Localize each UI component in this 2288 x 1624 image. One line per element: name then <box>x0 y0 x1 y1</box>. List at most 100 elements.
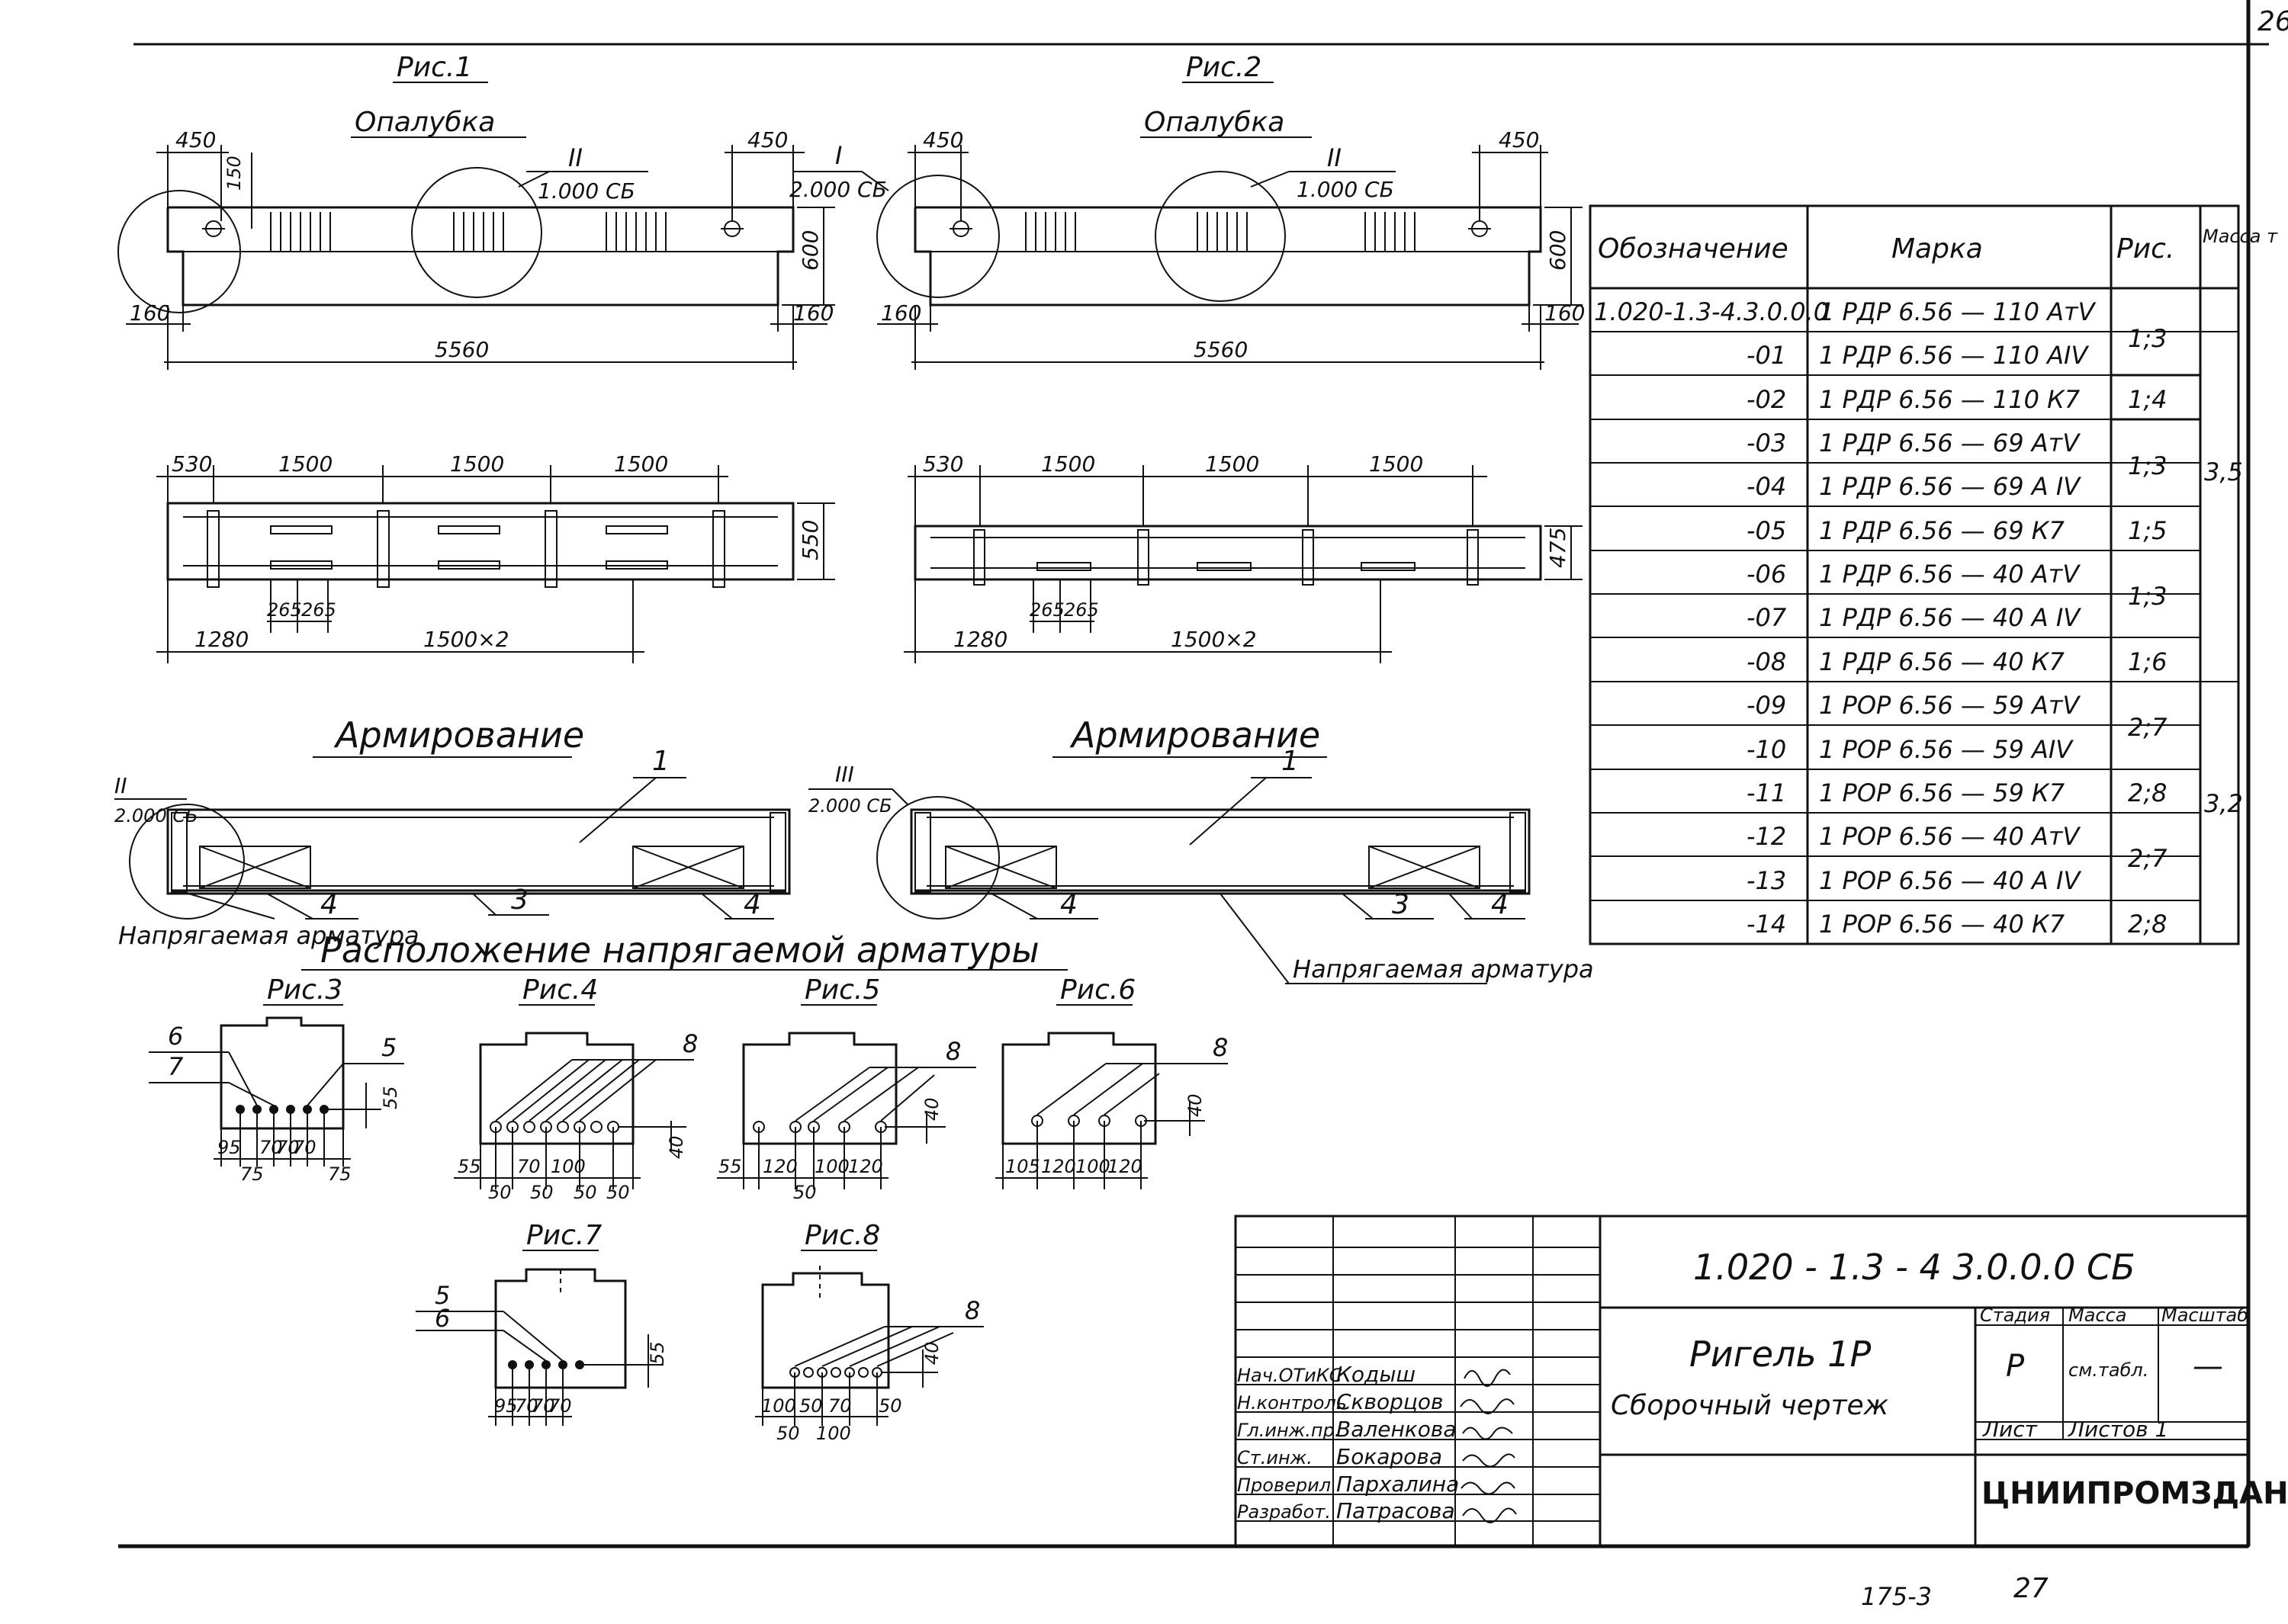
svg-text:4: 4 <box>744 889 761 920</box>
svg-text:50: 50 <box>488 1182 512 1203</box>
doc-code: 1.020 - 1.3 - 4 3.0.0.0 СБ <box>1693 1247 2135 1288</box>
fig2-formwork-elevation: Рис.2 Опалубка I 2.000 СБ II 1.000 СБ 45… <box>789 52 1585 663</box>
svg-text:40: 40 <box>1184 1093 1206 1117</box>
svg-text:40: 40 <box>921 1097 943 1121</box>
svg-text:Рис.3: Рис.3 <box>267 974 342 1006</box>
svg-text:2;7: 2;7 <box>2128 844 2167 873</box>
svg-text:160: 160 <box>881 300 921 326</box>
fig1-subtitle: Опалубка <box>355 107 495 138</box>
tendon-layout-title: Расположение напрягаемой арматуры <box>320 929 1040 971</box>
reinf2-title: Армирование <box>1069 714 1320 756</box>
svg-text:1 РДР 6.56 — 40 К7: 1 РДР 6.56 — 40 К7 <box>1819 647 2065 676</box>
svg-text:1500: 1500 <box>1369 451 1423 477</box>
svg-text:Листов 1: Листов 1 <box>2068 1417 2168 1442</box>
fig1-caption: Рис.1 <box>397 52 472 83</box>
svg-text:1500: 1500 <box>278 451 333 477</box>
svg-text:265: 265 <box>1030 599 1065 621</box>
svg-text:1500×2: 1500×2 <box>1171 627 1257 652</box>
reinf1-note: Напрягаемая арматура <box>118 921 419 950</box>
section-ris4: Рис.4 8 55 50 70 50 100 50 50 40 <box>454 974 698 1203</box>
svg-text:4: 4 <box>1060 889 1078 920</box>
svg-text:70: 70 <box>293 1137 317 1158</box>
svg-text:-04: -04 <box>1747 472 1786 501</box>
svg-text:-13: -13 <box>1747 866 1786 895</box>
svg-text:Бокарова: Бокарова <box>1336 1444 1442 1469</box>
fig1-callout-num: II <box>568 143 583 172</box>
svg-text:1 РОР 6.56 — 40 К7: 1 РОР 6.56 — 40 К7 <box>1819 910 2065 939</box>
fig1-formwork-elevation: Рис.1 Опалубка II 1.000 СБ 450 150 450 6… <box>117 52 835 663</box>
svg-text:4: 4 <box>1491 889 1509 920</box>
svg-text:120: 120 <box>848 1156 883 1177</box>
svg-text:50: 50 <box>574 1182 597 1203</box>
svg-text:100: 100 <box>1075 1156 1110 1177</box>
svg-text:150: 150 <box>223 156 245 191</box>
svg-text:1 РДР 6.56 — 40 АтV: 1 РДР 6.56 — 40 АтV <box>1819 560 2081 589</box>
svg-text:1 РОР 6.56 — 59 АIV: 1 РОР 6.56 — 59 АIV <box>1819 735 2074 764</box>
svg-text:120: 120 <box>1041 1156 1076 1177</box>
svg-text:50: 50 <box>799 1395 823 1417</box>
svg-text:3,2: 3,2 <box>2204 789 2243 818</box>
section-ris7: Рис.7 5 6 95 70 70 70 55 <box>416 1220 668 1426</box>
svg-text:70: 70 <box>828 1395 852 1417</box>
svg-text:1500: 1500 <box>614 451 668 477</box>
svg-text:5: 5 <box>435 1281 450 1310</box>
svg-text:40: 40 <box>921 1341 943 1365</box>
svg-text:Марка: Марка <box>1891 233 1983 265</box>
svg-text:Масштаб: Масштаб <box>2161 1305 2248 1326</box>
section-ris3: Рис.3 6 5 7 95 70 70 70 75 75 55 <box>149 974 404 1185</box>
section-ris5: Рис.5 8 55 120 50 100 120 40 <box>717 974 976 1203</box>
svg-text:75: 75 <box>240 1163 264 1185</box>
svg-text:8: 8 <box>1213 1033 1228 1062</box>
svg-text:1: 1 <box>1281 746 1299 777</box>
svg-text:160: 160 <box>130 300 170 326</box>
svg-text:Рис.6: Рис.6 <box>1060 974 1136 1006</box>
title-block: Нач.ОТиКС Кодыш Н.контроль Скворцов Гл.и… <box>1234 1215 2288 1548</box>
svg-text:100: 100 <box>761 1395 796 1417</box>
specification-table: Обозначение Марка Рис. Масса т 1.020-1.3… <box>1589 204 2278 945</box>
svg-text:Гл.инж.пр.: Гл.инж.пр. <box>1237 1420 1340 1441</box>
svg-text:55: 55 <box>718 1156 742 1177</box>
reinf1-title: Армирование <box>333 714 584 756</box>
svg-text:475: 475 <box>1545 528 1570 568</box>
svg-text:Пархалина: Пархалина <box>1336 1472 1459 1497</box>
fig1-callout-ref: 1.000 СБ <box>538 178 635 204</box>
svg-text:8: 8 <box>946 1037 961 1066</box>
fig2-subtitle: Опалубка <box>1144 107 1284 138</box>
svg-text:1.020-1.3-4.3.0.0.0: 1.020-1.3-4.3.0.0.0 <box>1594 297 1829 326</box>
svg-text:160: 160 <box>793 300 834 326</box>
svg-text:1280: 1280 <box>953 627 1007 652</box>
svg-text:-01: -01 <box>1747 341 1786 370</box>
svg-text:-10: -10 <box>1747 735 1786 764</box>
svg-text:1500: 1500 <box>450 451 504 477</box>
svg-text:450: 450 <box>175 127 216 152</box>
svg-text:—: — <box>2193 1349 2223 1384</box>
svg-text:550: 550 <box>798 520 823 560</box>
svg-text:1 РДР 6.56 — 110 АтV: 1 РДР 6.56 — 110 АтV <box>1819 297 2097 326</box>
svg-text:-08: -08 <box>1747 647 1786 676</box>
svg-text:Кодыш: Кодыш <box>1336 1362 1416 1387</box>
svg-text:2;8: 2;8 <box>2128 778 2167 807</box>
svg-text:8: 8 <box>965 1296 980 1325</box>
svg-text:-07: -07 <box>1747 603 1787 632</box>
svg-text:Лист: Лист <box>1982 1417 2038 1442</box>
svg-text:50: 50 <box>776 1423 800 1444</box>
svg-text:1;3: 1;3 <box>2128 451 2167 480</box>
svg-text:70: 70 <box>276 1137 300 1158</box>
svg-text:1 РДР 6.56 — 69 АтV: 1 РДР 6.56 — 69 АтV <box>1819 428 2081 457</box>
svg-text:Масса: Масса <box>2068 1305 2127 1326</box>
svg-text:450: 450 <box>747 127 788 152</box>
svg-text:5560: 5560 <box>435 337 489 362</box>
svg-text:1500: 1500 <box>1041 451 1095 477</box>
svg-text:265: 265 <box>301 599 336 621</box>
svg-text:-03: -03 <box>1747 428 1786 457</box>
reinf2-note: Напрягаемая арматура <box>1293 955 1594 984</box>
svg-text:120: 120 <box>763 1156 798 1177</box>
organization-name: ЦНИИПРОМЗДАНИЙ <box>1981 1475 2288 1511</box>
svg-text:Н.контроль: Н.контроль <box>1237 1392 1347 1414</box>
svg-text:1 РДР 6.56 — 40 А IV: 1 РДР 6.56 — 40 А IV <box>1819 603 2081 632</box>
svg-text:450: 450 <box>1499 127 1539 152</box>
reinf2-callout-num: III <box>835 762 854 787</box>
svg-text:-05: -05 <box>1747 516 1786 545</box>
svg-text:-11: -11 <box>1747 778 1786 807</box>
fig2-callout1-num: I <box>835 141 842 170</box>
